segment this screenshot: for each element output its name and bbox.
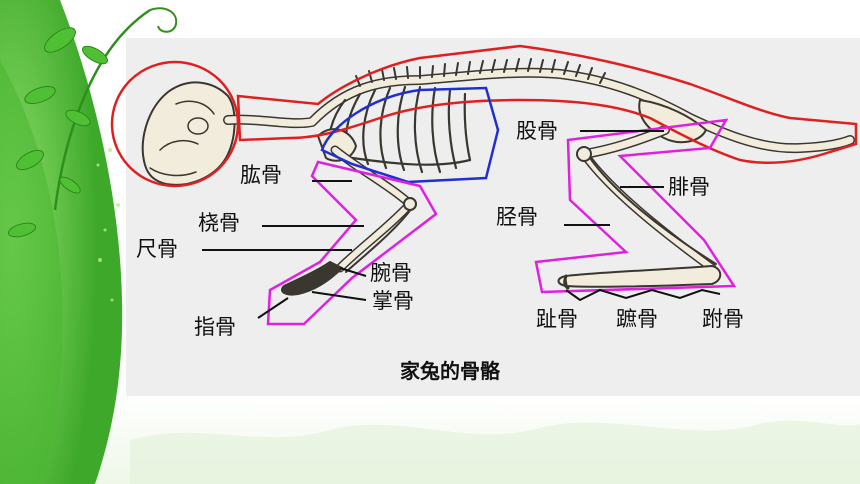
- skull: [141, 81, 236, 186]
- label-metatarsal: 蹠骨: [616, 307, 658, 331]
- label-carpal: 腕骨: [370, 261, 412, 285]
- highlight-outlines: [110, 44, 858, 326]
- label-femur: 股骨: [516, 119, 558, 143]
- label-metacarpal: 掌骨: [372, 289, 414, 313]
- figure-caption: 家兔的骨骼: [400, 359, 501, 383]
- label-tarsal: 跗骨: [702, 307, 744, 331]
- label-humerus: 肱骨: [240, 163, 282, 187]
- hindleg: [557, 125, 722, 290]
- skull-outline: [110, 60, 240, 188]
- foreleg: [280, 145, 417, 296]
- label-tibia: 胫骨: [496, 205, 538, 229]
- green-swoosh-highlight: [0, 60, 63, 484]
- ribcage-outline: [320, 86, 500, 184]
- label-radius: 桡骨: [198, 211, 240, 235]
- label-phalanges-fore: 指骨: [194, 315, 236, 339]
- forelimb-outline: [266, 160, 438, 326]
- skeleton-drawing: [141, 58, 855, 296]
- hindlimb-outline: [534, 118, 737, 294]
- label-fibula: 腓骨: [668, 175, 710, 199]
- axial-skeleton-outline: [236, 44, 858, 165]
- vine-stem: [53, 8, 151, 211]
- bone-labels: 肱骨 桡骨 尺骨 腕骨 掌骨 指骨 股骨 腓骨 胫骨 趾骨 蹠骨 跗骨: [136, 119, 744, 339]
- leader-lines: [202, 130, 721, 319]
- label-ulna: 尺骨: [136, 237, 178, 261]
- label-toe: 趾骨: [536, 307, 578, 331]
- leaf-icon: [7, 27, 108, 238]
